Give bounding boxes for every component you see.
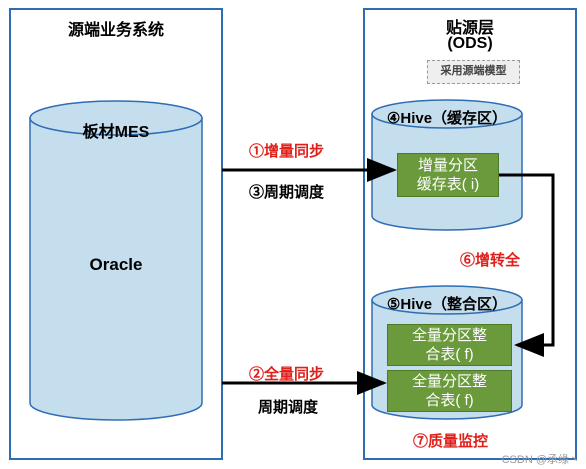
full-merge-1-line1: 全量分区整 [411, 327, 487, 344]
cache-cylinder-title: ④Hive（缓存区） [386, 110, 508, 127]
model-note: 采用源端模型 [427, 60, 520, 84]
incremental-to-full-arrow [498, 173, 555, 357]
full-merge-table-2: 全量分区整 合表( f) [387, 370, 512, 412]
periodic-schedule-label-1: ③周期调度 [249, 184, 325, 201]
full-merge-2-line1: 全量分区整 [411, 373, 487, 390]
full-merge-1-line2: 合表( f) [425, 346, 474, 363]
ods-layer-panel [363, 8, 577, 460]
oracle-label: Oracle [89, 255, 143, 274]
periodic-schedule-label-2: 周期调度 [258, 399, 319, 416]
merge-cylinder-title: ⑤Hive（整合区） [386, 296, 508, 313]
full-merge-2-line2: 合表( f) [425, 392, 474, 409]
incremental-sync-label: ①增量同步 [249, 143, 325, 160]
incremental-cache-table: 增量分区 缓存表( i) [397, 153, 499, 197]
ods-panel-subtitle: (ODS) [447, 35, 493, 52]
full-merge-table-1: 全量分区整 合表( f) [387, 324, 512, 366]
incremental-to-full-label: ⑥增转全 [460, 252, 521, 269]
mes-cylinder-title: 板材MES [82, 124, 150, 141]
incremental-cache-line1: 增量分区 [417, 157, 478, 174]
incremental-cache-line2: 缓存表( i) [416, 176, 480, 193]
full-sync-label: ②全量同步 [249, 366, 325, 383]
mes-oracle-cylinder [29, 100, 203, 421]
quality-monitor-label: ⑦质量监控 [413, 433, 489, 450]
watermark: CSDN @承缘丶 [501, 454, 580, 466]
source-panel-title: 源端业务系统 [67, 22, 164, 39]
source-system-panel [9, 8, 223, 460]
ods-panel-title: 贴源层 [445, 20, 494, 37]
